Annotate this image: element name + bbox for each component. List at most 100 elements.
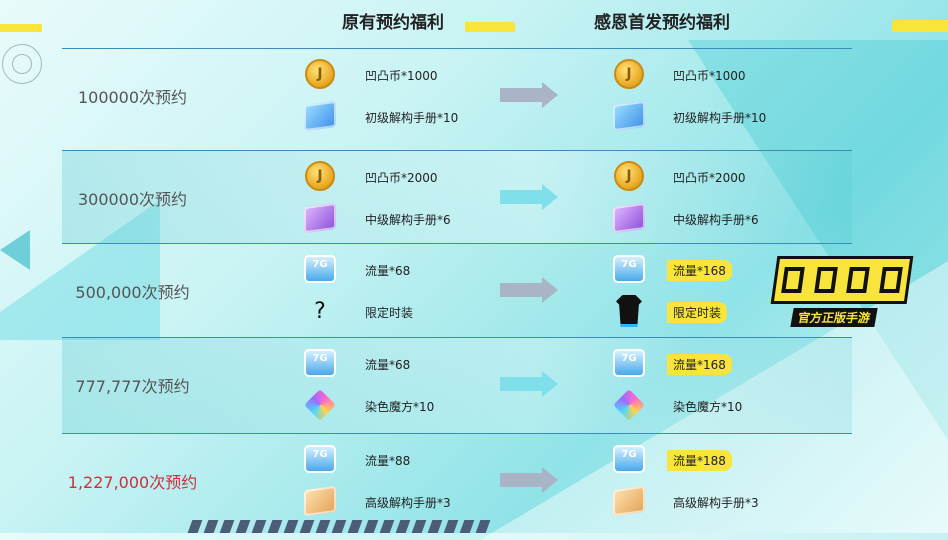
coin-icon: J — [303, 58, 337, 90]
coin-icon: J — [303, 160, 337, 192]
row-separator — [62, 150, 852, 151]
upgraded-reward-label: 限定时装 — [667, 302, 728, 323]
data-chip-icon: 7G — [612, 253, 646, 285]
row-separator — [62, 337, 852, 338]
arrow-shaft — [500, 377, 542, 391]
data-chip-icon: 7G — [612, 347, 646, 379]
original-reward-label: 流量*68 — [365, 358, 411, 372]
yellow-stripe — [0, 24, 42, 32]
background-shape — [688, 40, 948, 440]
coin-icon: J — [612, 58, 646, 90]
logo-slogan: 官方正版手游 — [790, 308, 878, 327]
tier-label: 300000次预约 — [77, 190, 188, 209]
dye-cube-icon — [612, 389, 646, 421]
data-chip-icon: 7G — [303, 443, 337, 475]
tier-label: 500,000次预约 — [75, 283, 190, 302]
yellow-stripe — [465, 22, 515, 32]
upgrade-arrow-icon — [500, 371, 558, 397]
data-chip-shape: 7G — [613, 255, 645, 283]
upgraded-reward-label: 流量*188 — [667, 450, 732, 471]
row-separator — [62, 243, 852, 244]
header-original-benefits: 原有预约福利 — [342, 13, 444, 33]
data-chip-shape: 7G — [613, 349, 645, 377]
upgrade-arrow-icon — [500, 82, 558, 108]
arrow-shaft — [500, 88, 542, 102]
purple-manual-shape — [613, 202, 645, 234]
coin-shape: J — [614, 161, 644, 191]
yellow-stripe — [892, 20, 948, 32]
game-logo: 官方正版手游 — [768, 252, 916, 327]
dye-cube-icon — [303, 389, 337, 421]
arrow-head — [542, 82, 558, 108]
tier-label: 100000次预约 — [77, 88, 188, 107]
dye-cube-shape — [613, 389, 645, 421]
thanks-reward-label: 高级解构手册*3 — [673, 496, 759, 510]
tier-label: 1,227,000次预约 — [67, 473, 198, 492]
original-reward-label: 凹凸币*1000 — [365, 69, 438, 83]
original-reward-label: 限定时装 — [365, 306, 414, 320]
hazard-bars — [187, 520, 491, 533]
original-reward-label: 中级解构手册*6 — [365, 213, 451, 227]
purple-manual-icon — [303, 202, 337, 234]
arrow-head — [542, 277, 558, 303]
purple-manual-icon — [612, 202, 646, 234]
upgrade-arrow-icon — [500, 467, 558, 493]
coin-icon: J — [612, 160, 646, 192]
data-chip-icon: 7G — [303, 347, 337, 379]
arrow-head — [542, 371, 558, 397]
radar-decoration — [2, 44, 42, 84]
outfit-icon — [612, 295, 646, 327]
arrow-shaft — [500, 190, 542, 204]
original-reward-label: 流量*68 — [365, 264, 411, 278]
gold-manual-shape — [613, 485, 645, 517]
blue-manual-shape — [304, 100, 336, 132]
original-reward-label: 初级解构手册*10 — [365, 111, 459, 125]
arrow-head — [542, 184, 558, 210]
original-reward-label: 凹凸币*2000 — [365, 171, 438, 185]
question-mark-icon: ? — [303, 295, 337, 327]
purple-manual-shape — [304, 202, 336, 234]
gold-manual-icon — [612, 485, 646, 517]
upgraded-reward-label: 流量*168 — [667, 354, 732, 375]
upgrade-arrow-icon — [500, 277, 558, 303]
original-reward-label: 染色魔方*10 — [365, 400, 435, 414]
thanks-reward-label: 凹凸币*2000 — [673, 171, 746, 185]
thanks-reward-label: 初级解构手册*10 — [673, 111, 767, 125]
gold-manual-icon — [303, 485, 337, 517]
coin-shape: J — [305, 59, 335, 89]
dye-cube-shape — [304, 389, 336, 421]
header-thanks-benefits: 感恩首发预约福利 — [594, 13, 730, 33]
arrow-head — [542, 467, 558, 493]
upgraded-reward-label: 流量*168 — [667, 260, 732, 281]
background-shape — [0, 200, 160, 340]
blue-manual-icon — [612, 100, 646, 132]
outfit-shape — [616, 295, 642, 327]
coin-shape: J — [305, 161, 335, 191]
logo-emblem — [770, 256, 914, 304]
blue-manual-icon — [303, 100, 337, 132]
data-chip-icon: 7G — [612, 443, 646, 475]
thanks-reward-label: 中级解构手册*6 — [673, 213, 759, 227]
arrow-shaft — [500, 283, 542, 297]
row-separator — [62, 433, 852, 434]
question-mark-shape: ? — [314, 298, 326, 324]
row-background — [62, 150, 852, 243]
blue-manual-shape — [613, 100, 645, 132]
arrow-shaft — [500, 473, 542, 487]
thanks-reward-label: 染色魔方*10 — [673, 400, 743, 414]
data-chip-shape: 7G — [304, 445, 336, 473]
row-background — [62, 337, 852, 433]
background-shape — [0, 230, 30, 270]
data-chip-shape: 7G — [304, 255, 336, 283]
coin-shape: J — [614, 59, 644, 89]
data-chip-shape: 7G — [613, 445, 645, 473]
tier-label: 777,777次预约 — [75, 377, 190, 396]
upgrade-arrow-icon — [500, 184, 558, 210]
data-chip-shape: 7G — [304, 349, 336, 377]
data-chip-icon: 7G — [303, 253, 337, 285]
row-separator — [62, 48, 852, 49]
thanks-reward-label: 凹凸币*1000 — [673, 69, 746, 83]
original-reward-label: 流量*88 — [365, 454, 411, 468]
gold-manual-shape — [304, 485, 336, 517]
original-reward-label: 高级解构手册*3 — [365, 496, 451, 510]
